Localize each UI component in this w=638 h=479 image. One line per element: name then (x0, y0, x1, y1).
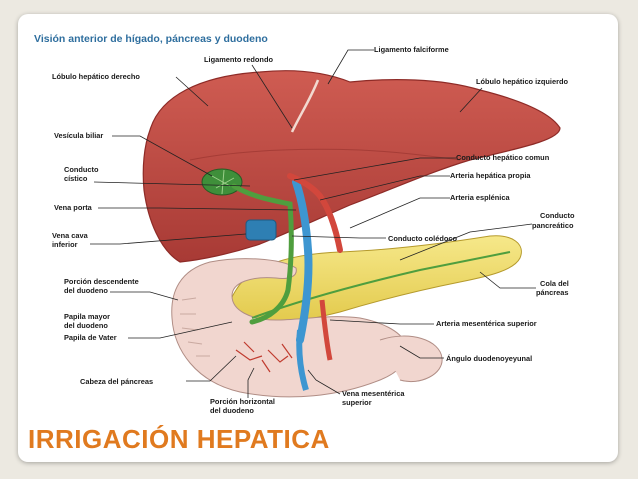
label-conducto-pancreatico: Conducto pancreático (399, 211, 575, 261)
label-arteria-mesenterica: Arteria mesentérica superior (329, 319, 537, 328)
duodenum-folds (180, 297, 210, 357)
svg-text:del duodeno: del duodeno (210, 406, 254, 415)
svg-text:Cabeza del páncreas: Cabeza del páncreas (80, 377, 153, 386)
label-conducto-hepatico: Conducto hepático comun (293, 153, 550, 181)
anatomy-diagram: Visión anterior de hígado, páncreas y du… (34, 33, 575, 415)
svg-text:Papila mayor: Papila mayor (64, 312, 110, 321)
label-porcion-descendente: Porción descendente del duodeno (64, 277, 179, 301)
portal-vein (292, 178, 313, 344)
svg-text:Vesícula biliar: Vesícula biliar (54, 131, 103, 140)
svg-text:superior: superior (342, 398, 372, 407)
label-ligamento-falciforme: Ligamento falciforme (327, 45, 449, 85)
hepatic-artery (287, 173, 343, 253)
label-vena-mesenterica: Vena mesentérica superior (307, 369, 405, 407)
svg-text:del duodeno: del duodeno (64, 321, 108, 330)
svg-text:Arteria esplénica: Arteria esplénica (450, 193, 510, 202)
label-arteria-esplenica: Arteria esplénica (349, 193, 510, 229)
label-lobulo-izquierdo: Lóbulo hepático izquierdo (459, 77, 568, 113)
liver-underside (189, 148, 461, 161)
svg-text:Arteria hepática propia: Arteria hepática propia (450, 171, 531, 180)
svg-text:Ligamento falciforme: Ligamento falciforme (374, 45, 449, 54)
figure-title: Visión anterior de hígado, páncreas y du… (34, 33, 268, 45)
svg-text:Conducto colédoco: Conducto colédoco (388, 234, 457, 243)
vena-cava (245, 219, 277, 241)
svg-text:cístico: cístico (64, 174, 88, 183)
label-arteria-hepatica: Arteria hepática propia (319, 171, 531, 201)
label-conducto-coledoco: Conducto colédoco (291, 234, 457, 243)
label-cabeza-pancreas: Cabeza del páncreas (80, 355, 237, 386)
pancreatic-duct (251, 251, 511, 319)
label-ligamento-redondo: Ligamento redondo (204, 55, 293, 129)
label-cola-pancreas: Cola del páncreas (479, 271, 569, 297)
svg-text:Cola del: Cola del (540, 279, 569, 288)
svg-text:Arteria mesentérica superior: Arteria mesentérica superior (436, 319, 537, 328)
svg-text:Lóbulo hepático derecho: Lóbulo hepático derecho (52, 72, 140, 81)
liver (142, 70, 561, 263)
label-vesicula-biliar: Vesícula biliar (54, 131, 213, 177)
svg-text:Conducto: Conducto (540, 211, 575, 220)
svg-text:páncreas: páncreas (536, 288, 568, 297)
svg-text:del duodeno: del duodeno (64, 286, 108, 295)
svg-text:Ángulo duodenoyeyunal: Ángulo duodenoyeyunal (446, 354, 532, 363)
label-lobulo-derecho: Lóbulo hepático derecho (52, 72, 209, 107)
svg-text:Lóbulo hepático izquierdo: Lóbulo hepático izquierdo (476, 77, 568, 86)
svg-text:Vena porta: Vena porta (54, 203, 93, 212)
biliary-branches (211, 169, 235, 195)
svg-text:Ligamento redondo: Ligamento redondo (204, 55, 273, 64)
svg-text:Vena mesentérica: Vena mesentérica (342, 389, 405, 398)
svg-text:inferior: inferior (52, 240, 78, 249)
label-conducto-cistico: Conducto cístico (64, 165, 251, 187)
svg-text:Papila de Vater: Papila de Vater (64, 333, 117, 342)
sup-mesenteric-artery (319, 299, 333, 361)
svg-text:Conducto hepático comun: Conducto hepático comun (456, 153, 550, 162)
falciform-ligament (290, 79, 320, 133)
label-vena-porta: Vena porta (54, 203, 297, 212)
svg-text:Porción horizontal: Porción horizontal (210, 397, 275, 406)
label-vena-cava: Vena cava inferior (52, 231, 247, 249)
pancreaticoduodenal-arteries (235, 341, 293, 373)
svg-text:pancreático: pancreático (532, 221, 574, 230)
slide-title: IRRIGACIÓN HEPATICA (28, 424, 330, 454)
svg-text:Conducto: Conducto (64, 165, 99, 174)
sup-mesenteric-vein (296, 329, 309, 391)
label-papila-mayor: Papila mayor del duodeno Papila de Vater (64, 312, 233, 342)
label-porcion-horizontal: Porción horizontal del duodeno (210, 367, 275, 415)
label-angulo-duodenoyeyunal: Ángulo duodenoyeyunal (399, 345, 532, 363)
svg-text:Vena cava: Vena cava (52, 231, 89, 240)
svg-text:Porción descendente: Porción descendente (64, 277, 139, 286)
slide-card: Visión anterior de hígado, páncreas y du… (18, 14, 618, 462)
